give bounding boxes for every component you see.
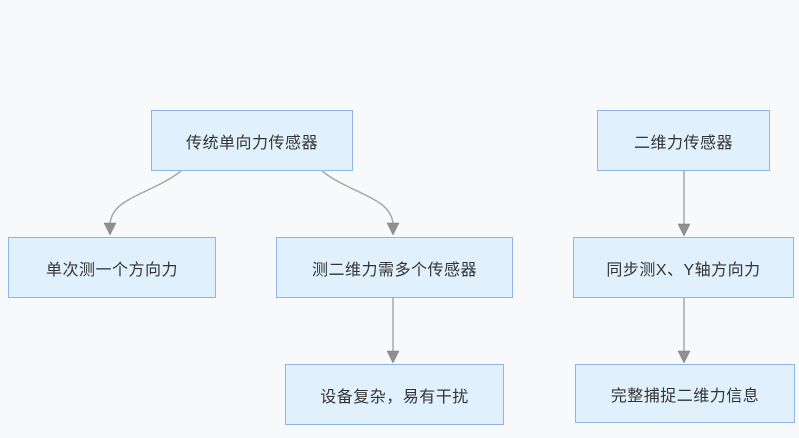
arrowhead-capture — [677, 350, 691, 364]
node-capture-label: 完整捕捉二维力信息 — [610, 387, 760, 405]
node-single-direction[interactable]: 单次测一个方向力 — [8, 237, 216, 298]
node-complex[interactable]: 设备复杂，易有干扰 — [285, 364, 504, 425]
node-two-dim-sensor[interactable]: 二维力传感器 — [597, 110, 770, 171]
node-traditional-sensor-label: 传统单向力传感器 — [185, 134, 318, 152]
arrowhead-sync-xy — [677, 223, 691, 237]
node-traditional-sensor[interactable]: 传统单向力传感器 — [151, 110, 353, 171]
arrowhead-complex — [386, 350, 400, 364]
node-sync-xy-label: 同步测X、Y轴方向力 — [606, 261, 761, 279]
edge-traditional-to-single-direction — [109, 170, 182, 225]
arrowhead-single-direction — [103, 222, 117, 236]
node-complex-label: 设备复杂，易有干扰 — [320, 388, 469, 406]
arrowhead-multi-sensor — [386, 222, 400, 236]
node-sync-xy[interactable]: 同步测X、Y轴方向力 — [573, 237, 794, 298]
node-single-direction-label: 单次测一个方向力 — [45, 261, 178, 279]
node-capture[interactable]: 完整捕捉二维力信息 — [575, 364, 795, 423]
node-multi-sensor-label: 测二维力需多个传感器 — [311, 261, 477, 279]
edge-traditional-to-multi-sensor — [321, 170, 394, 225]
node-multi-sensor[interactable]: 测二维力需多个传感器 — [276, 237, 513, 298]
node-two-dim-sensor-label: 二维力传感器 — [633, 134, 733, 152]
